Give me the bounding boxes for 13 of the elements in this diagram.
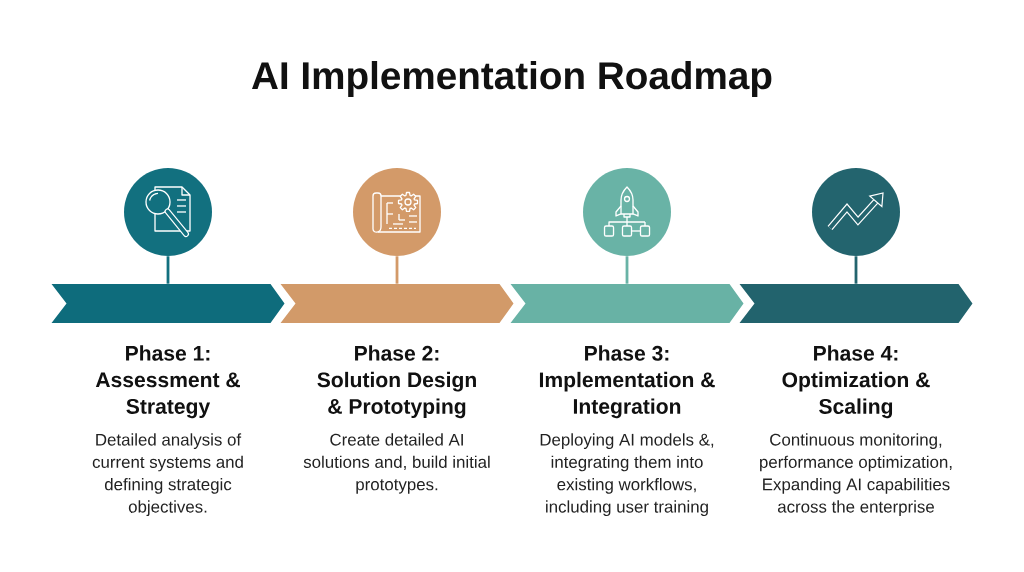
phase-heading: Phase 4: Optimization & Scaling — [782, 345, 930, 419]
connector-line — [625, 256, 629, 284]
phase-description: Deploying AI models &, integrating them into existing workflows, including user training — [540, 433, 714, 517]
phase-heading: Phase 3: Implementation & Integration — [539, 345, 715, 419]
phase-description: Create detailed AI solutions and, build initial prototypes. — [303, 433, 490, 494]
phase-description: Detailed analysis of current systems and defining strategic objectives. — [92, 433, 243, 517]
phase-heading: Phase 1: Assessment & Strategy — [95, 345, 240, 419]
connector-line — [166, 256, 170, 284]
phase-description: Continuous monitoring, performance optimization, Expanding AI capabilities across the enterprise — [760, 433, 952, 517]
connector-line — [854, 256, 858, 284]
title: AI Implementation Roadmap — [252, 61, 772, 97]
connector-line — [395, 256, 399, 284]
phase-heading: Phase 2: Solution Design & Prototyping — [317, 345, 476, 419]
